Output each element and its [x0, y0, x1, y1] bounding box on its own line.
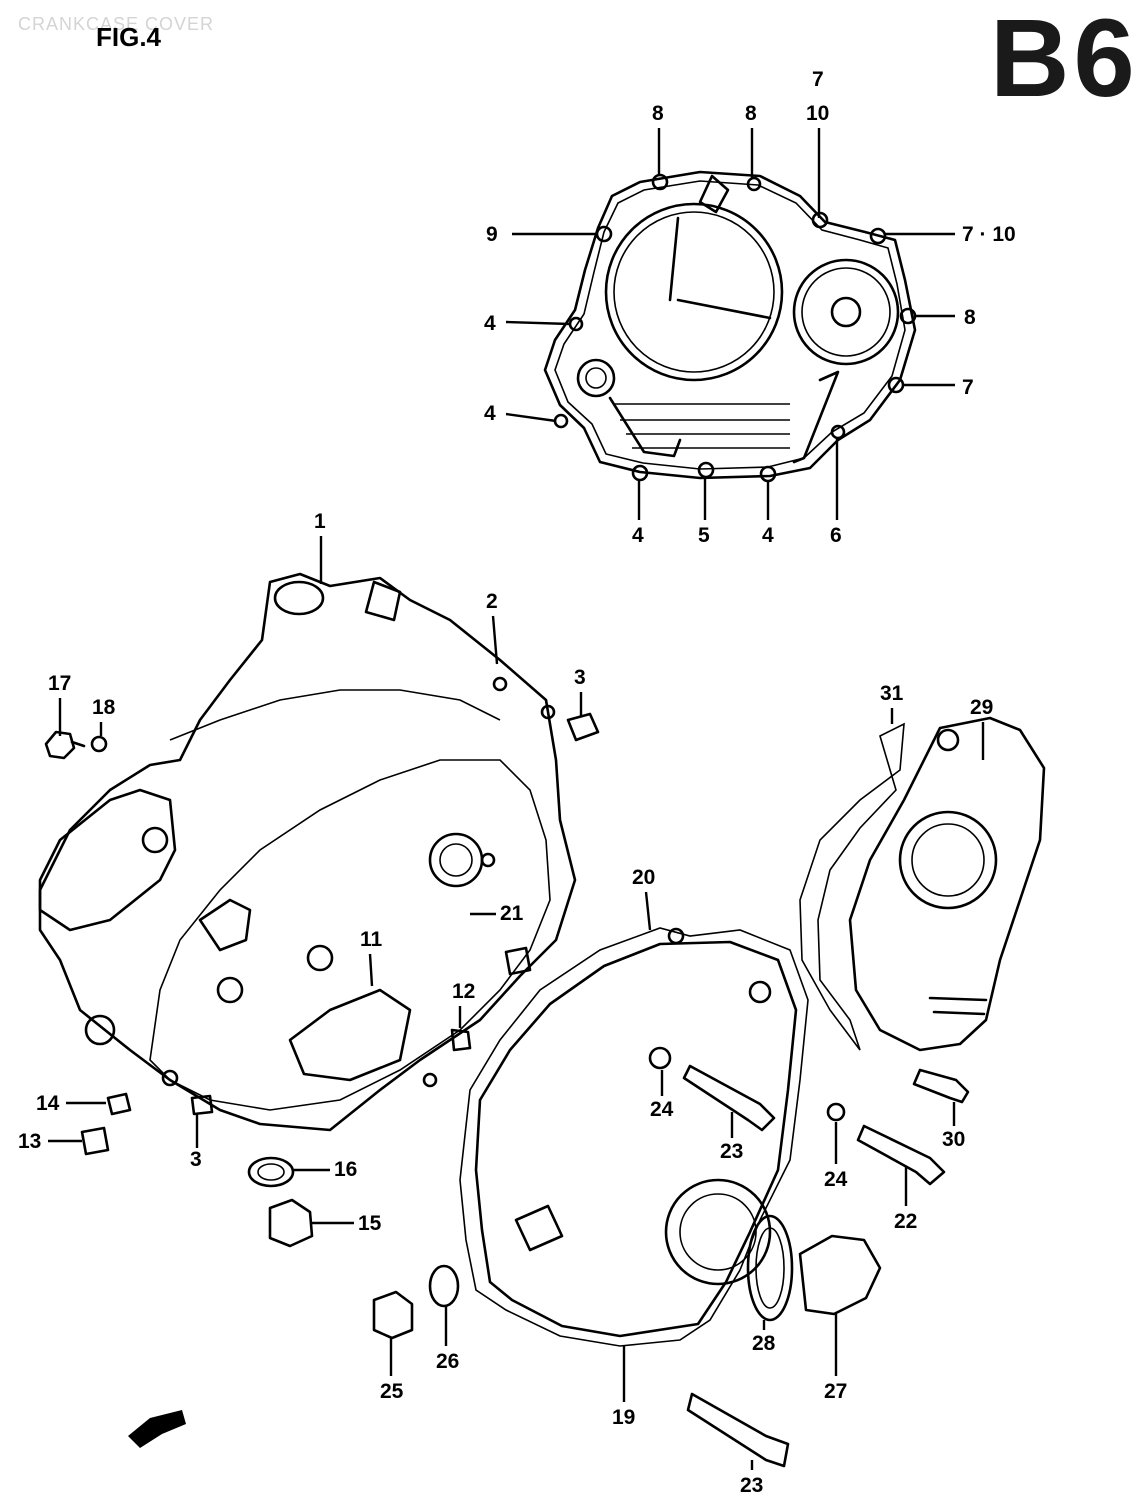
callout-24-right: 24: [824, 1168, 848, 1191]
callout-12: 12: [452, 980, 475, 1003]
callout-10-top: 10: [806, 102, 829, 125]
callout-7-right: 7: [962, 376, 974, 399]
callout-13: 13: [18, 1130, 41, 1153]
callout-29: 29: [970, 696, 993, 719]
callout-23-lower: 23: [740, 1474, 763, 1497]
callout-26: 26: [436, 1350, 459, 1373]
callout-8-left: 8: [652, 102, 664, 125]
callout-22: 22: [894, 1210, 917, 1233]
small-hardware-drawing: [44, 712, 600, 1340]
clutch-cover-drawing: [543, 170, 917, 483]
callout-2: 2: [486, 590, 498, 613]
magneto-cover-drawing: [459, 927, 946, 1468]
callout-27: 27: [824, 1380, 847, 1403]
diagram-title: CRANKCASE COVER: [18, 14, 215, 34]
starter-cover-drawing: [799, 716, 1046, 1104]
callout-28: 28: [752, 1332, 776, 1355]
callout-21: 21: [500, 902, 524, 925]
callout-30: 30: [942, 1128, 965, 1151]
callout-25: 25: [380, 1380, 404, 1403]
callout-7-10-right: 7 · 10: [962, 223, 1016, 246]
callout-31: 31: [880, 682, 904, 705]
callout-4-bottom-a: 4: [632, 524, 644, 547]
page-code: B6: [990, 0, 1139, 120]
callout-6: 6: [830, 524, 842, 547]
callout-17: 17: [48, 672, 71, 695]
callout-1: 1: [314, 510, 326, 533]
callout-8-mid: 8: [745, 102, 757, 125]
callout-3-bottom: 3: [190, 1148, 202, 1171]
callout-24-left: 24: [650, 1098, 674, 1121]
callout-11: 11: [360, 928, 383, 951]
callout-3-top: 3: [574, 666, 586, 689]
callout-16: 16: [334, 1158, 357, 1181]
callout-15: 15: [358, 1212, 382, 1235]
callout-23-upper: 23: [720, 1140, 743, 1163]
callout-14: 14: [36, 1092, 60, 1115]
callout-19: 19: [612, 1406, 635, 1429]
callout-4-bottom-b: 4: [762, 524, 774, 547]
upper-callouts: 7 8 8 10 9 7 · 10 4 8 4 7 4 5 4 6: [484, 68, 1016, 547]
front-direction-arrow-icon: [128, 1410, 186, 1448]
callout-18: 18: [92, 696, 116, 719]
figure-label: FIG.4: [96, 22, 162, 52]
callout-4-upper-left: 4: [484, 312, 496, 335]
callout-4-mid-left: 4: [484, 402, 496, 425]
callout-7-top: 7: [812, 68, 824, 91]
callout-8-right: 8: [964, 306, 976, 329]
callout-5: 5: [698, 524, 710, 547]
lower-callouts: 1 2 3 17 18 31 29 20 21 11 12 14 13 3 16…: [18, 510, 993, 1497]
callout-20: 20: [632, 866, 655, 889]
crankcase-cover-drawing: [38, 572, 577, 1132]
callout-9: 9: [486, 223, 498, 246]
